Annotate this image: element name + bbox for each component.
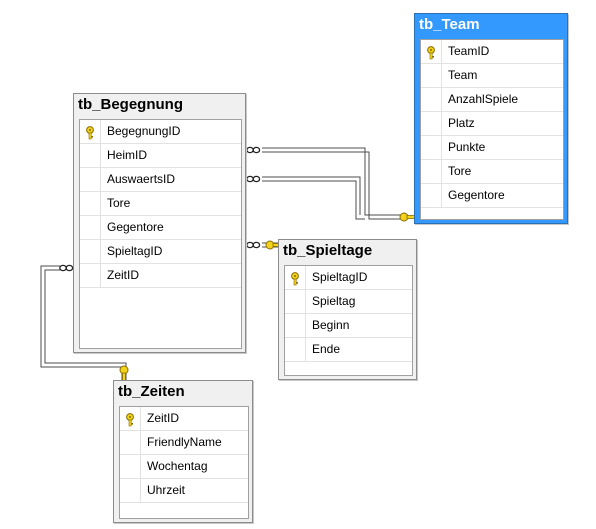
column-name: BegegnungID <box>107 124 181 138</box>
row-selector[interactable] <box>285 290 306 313</box>
primary-key-icon <box>85 125 95 140</box>
column-name: Tore <box>107 196 131 210</box>
row-selector[interactable] <box>80 120 101 143</box>
row-selector[interactable] <box>421 160 442 183</box>
row-selector[interactable] <box>421 40 442 63</box>
column-row[interactable]: BegegnungID <box>80 120 241 144</box>
row-selector[interactable] <box>80 264 101 287</box>
column-row[interactable]: Team <box>421 64 563 88</box>
column-row[interactable]: Platz <box>421 112 563 136</box>
row-selector[interactable] <box>120 431 141 454</box>
column-row[interactable]: AuswaertsID <box>80 168 241 192</box>
column-row[interactable]: FriendlyName <box>120 431 248 455</box>
column-name: Beginn <box>312 318 350 332</box>
primary-key-icon <box>125 412 135 427</box>
column-row[interactable]: Spieltag <box>285 290 412 314</box>
column-row[interactable]: SpieltagID <box>285 266 412 290</box>
relation-heim-team <box>262 147 404 216</box>
row-selector[interactable] <box>80 192 101 215</box>
column-name: FriendlyName <box>147 435 222 449</box>
column-row[interactable]: Beginn <box>285 314 412 338</box>
column-row[interactable]: Punkte <box>421 136 563 160</box>
column-name: ZeitID <box>107 268 140 282</box>
column-row[interactable]: AnzahlSpiele <box>421 88 563 112</box>
table-title[interactable]: tb_Zeiten <box>118 383 185 400</box>
column-name: Punkte <box>448 140 486 154</box>
row-selector[interactable] <box>421 184 442 207</box>
table-title[interactable]: tb_Spieltage <box>283 242 373 259</box>
row-selector[interactable] <box>80 240 101 263</box>
row-selector[interactable] <box>80 216 101 239</box>
column-row[interactable]: Gegentore <box>80 216 241 240</box>
row-selector[interactable] <box>80 168 101 191</box>
column-row[interactable]: TeamID <box>421 40 563 64</box>
column-name: Tore <box>448 164 472 178</box>
row-selector[interactable] <box>80 144 101 167</box>
column-name: Spieltag <box>312 294 356 308</box>
infinity-icon <box>246 146 261 154</box>
row-selector[interactable] <box>421 136 442 159</box>
column-row[interactable]: HeimID <box>80 144 241 168</box>
row-selector[interactable] <box>120 455 141 478</box>
infinity-icon <box>59 264 74 272</box>
column-name: SpieltagID <box>312 270 368 284</box>
column-row[interactable]: ZeitID <box>80 264 241 288</box>
column-name: TeamID <box>448 44 490 58</box>
primary-key-icon <box>290 271 300 286</box>
row-selector[interactable] <box>120 407 141 430</box>
primary-key-icon <box>426 45 436 60</box>
row-selector[interactable] <box>421 88 442 111</box>
infinity-icon <box>246 241 261 249</box>
column-row[interactable]: Tore <box>421 160 563 184</box>
column-row[interactable]: ZeitID <box>120 407 248 431</box>
key-icon <box>399 212 416 222</box>
column-name: AnzahlSpiele <box>448 92 519 106</box>
column-name: Platz <box>448 116 475 130</box>
column-name: ZeitID <box>147 411 180 425</box>
column-row[interactable]: Gegentore <box>421 184 563 208</box>
row-selector[interactable] <box>285 338 306 361</box>
relation-auswaerts-team <box>262 176 361 215</box>
column-name: Gegentore <box>107 220 164 234</box>
table-title[interactable]: tb_Team <box>419 16 480 33</box>
table-title[interactable]: tb_Begegnung <box>78 96 183 113</box>
infinity-icon <box>246 175 261 183</box>
column-row[interactable]: Ende <box>285 338 412 362</box>
row-selector[interactable] <box>285 314 306 337</box>
column-name: Gegentore <box>448 188 505 202</box>
column-name: SpieltagID <box>107 244 163 258</box>
column-name: Team <box>448 68 478 82</box>
column-name: Ende <box>312 342 341 356</box>
column-row[interactable]: Wochentag <box>120 455 248 479</box>
key-icon <box>119 365 129 382</box>
key-icon <box>265 240 282 250</box>
column-name: HeimID <box>107 148 148 162</box>
column-name: AuswaertsID <box>107 172 176 186</box>
row-selector[interactable] <box>421 112 442 135</box>
table-tb-begegnung[interactable]: tb_Begegnung BegegnungID HeimID AuswaertsI… <box>73 93 246 353</box>
row-selector[interactable] <box>120 479 141 502</box>
row-selector[interactable] <box>421 64 442 87</box>
row-selector[interactable] <box>285 266 306 289</box>
column-name: Wochentag <box>147 459 208 473</box>
column-row[interactable]: Tore <box>80 192 241 216</box>
column-row[interactable]: SpieltagID <box>80 240 241 264</box>
column-name: Uhrzeit <box>147 483 186 497</box>
column-row[interactable]: Uhrzeit <box>120 479 248 503</box>
